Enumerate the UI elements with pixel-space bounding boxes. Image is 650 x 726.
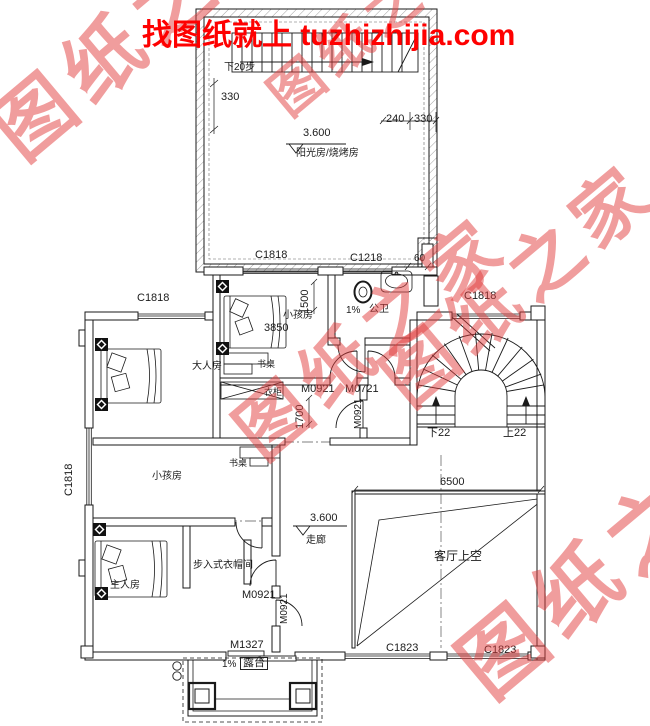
furniture-desk-upper: 书桌 xyxy=(257,359,276,369)
dim-330-left: 330 xyxy=(221,91,240,103)
room-walkin-closet: 步入式衣帽间 xyxy=(193,560,253,571)
window-c1818-left: C1818 xyxy=(137,292,170,304)
windows xyxy=(85,267,529,660)
elev-sunroom-value: 3.600 xyxy=(303,127,331,139)
furniture-wardrobe: 衣柜 xyxy=(264,387,283,397)
door-m0921-hall-vert: M0921 xyxy=(353,398,364,429)
window-c1818-center: C1818 xyxy=(255,249,288,261)
top-stair xyxy=(231,32,419,73)
void-fold-lines xyxy=(356,497,546,647)
dim-3850: 3850 xyxy=(264,322,289,334)
stair-top-run-label: 下20步 xyxy=(224,62,256,73)
bed-adult-room xyxy=(100,348,162,404)
wardrobe xyxy=(220,381,284,400)
window-c1218: C1218 xyxy=(350,252,383,264)
window-c1818-west: C1818 xyxy=(63,463,75,496)
dim-330-right: 330 xyxy=(414,113,433,125)
stair-up-22: 上22 xyxy=(503,427,527,439)
room-adult: 大人房 xyxy=(192,361,222,372)
furniture xyxy=(94,270,413,598)
door-swings xyxy=(235,344,396,627)
bed-kids-upper xyxy=(223,295,287,349)
dim-60: 60 xyxy=(414,253,426,264)
column-markers xyxy=(93,280,229,600)
room-terrace: 露台 xyxy=(240,657,268,670)
door-m0921-corridor-vert: M0921 xyxy=(279,593,290,624)
window-c1823-right: C1823 xyxy=(484,644,517,656)
dim-1700: 1700 xyxy=(294,404,306,429)
room-bath: 公卫 xyxy=(369,304,389,315)
dim-6500: 6500 xyxy=(440,476,465,488)
dim-240: 240 xyxy=(386,113,405,125)
elevation-markers xyxy=(286,143,347,536)
furniture-desk-lower: 书桌 xyxy=(229,458,248,468)
door-m0921-closet: M0921 xyxy=(242,589,276,601)
terrace-slope: 1% xyxy=(222,659,237,670)
terrace xyxy=(172,657,323,723)
room-sunroom: 阳光房/烧烤房 xyxy=(296,148,359,159)
stair-down-22: 下22 xyxy=(427,427,451,439)
room-kids-lower: 小孩房 xyxy=(152,471,182,482)
sunroom-walls xyxy=(195,8,439,307)
elev-corridor-value: 3.600 xyxy=(310,512,338,524)
site-watermark-text: 找图纸就上 tuzhizhijia.com xyxy=(142,19,516,52)
curved-stair xyxy=(416,313,546,428)
room-void-over-living: 客厅上空 xyxy=(434,549,483,563)
walls xyxy=(78,266,546,661)
bed-master xyxy=(94,540,168,598)
desk-lower xyxy=(239,446,281,467)
toilet xyxy=(353,280,373,304)
room-corridor: 走廊 xyxy=(306,535,326,546)
door-m0721: M0721 xyxy=(345,383,379,395)
terrace-door-m1327 xyxy=(227,650,297,662)
dimension-lines xyxy=(209,78,545,494)
axis-lines xyxy=(93,441,442,648)
room-kids-upper: 小孩房 xyxy=(283,310,313,321)
window-c1818-right: C1818 xyxy=(464,290,497,302)
door-m1327: M1327 xyxy=(230,639,264,651)
bath-slope: 1% xyxy=(346,305,361,316)
door-m0921-hall-left: M0921 xyxy=(301,383,335,395)
sink xyxy=(380,270,413,293)
window-c1823-left: C1823 xyxy=(386,642,419,654)
room-master: 主人房 xyxy=(110,580,140,591)
desk-upper xyxy=(223,352,269,375)
